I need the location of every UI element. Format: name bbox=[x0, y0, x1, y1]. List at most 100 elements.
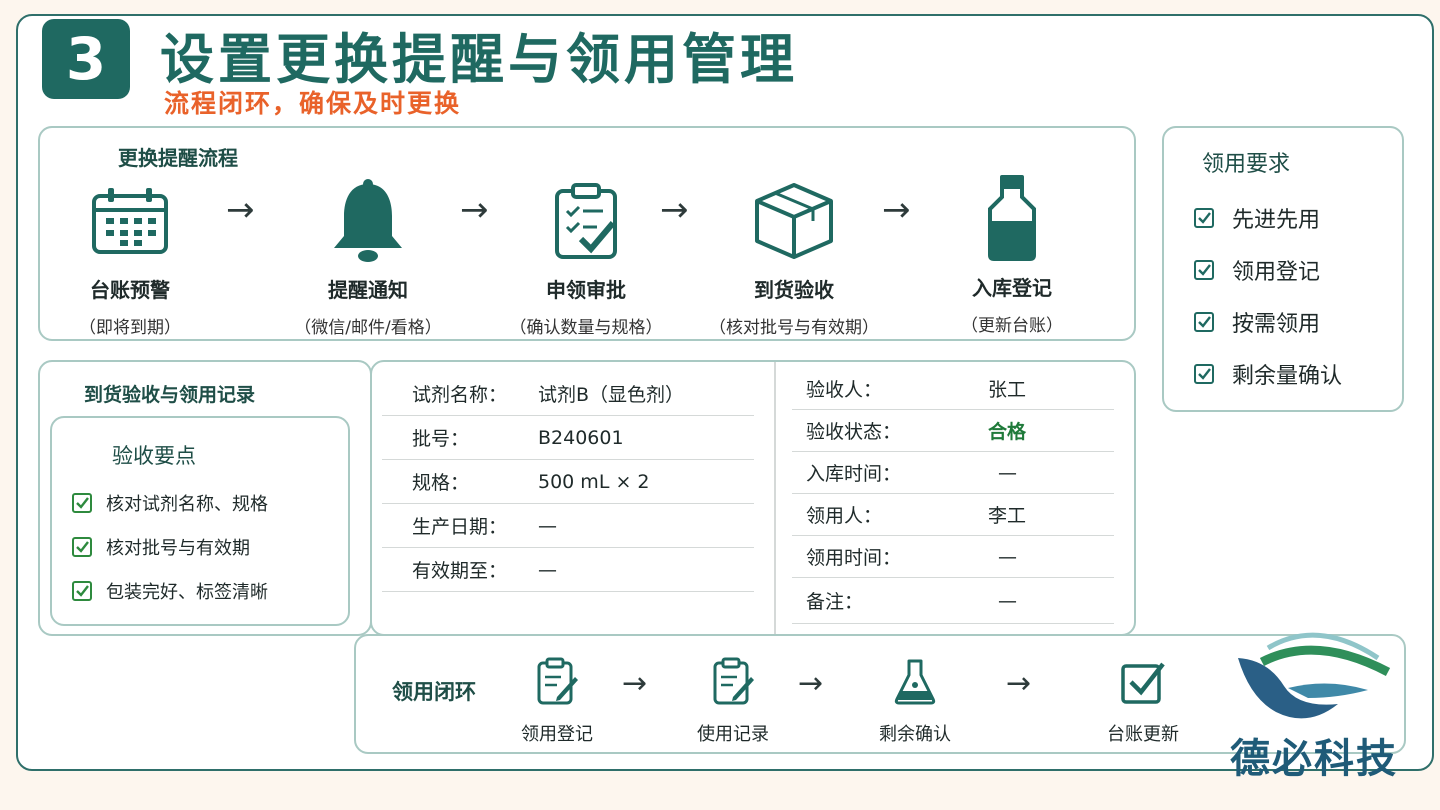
usage-loop-title: 领用闭环 bbox=[392, 680, 476, 704]
requirement-item: 按需领用 bbox=[1194, 306, 1320, 338]
flow-step-label: 到货验收 bbox=[754, 278, 834, 302]
section-number-badge: 3 bbox=[42, 19, 130, 99]
field-key: 验收状态： bbox=[806, 421, 902, 443]
record-table-panel: 试剂名称： 试剂B（显色剂） 批号： B240601 规格： 500 mL × … bbox=[370, 360, 1136, 636]
edit-clipboard-icon bbox=[482, 654, 632, 710]
table-row: 入库时间： — bbox=[792, 452, 1114, 494]
requirements-panel: 领用要求 先进先用 领用登记 按需领用 剩余量确认 bbox=[1162, 126, 1404, 412]
calendar-icon bbox=[30, 178, 230, 264]
flow-step-approval: 申领审批 （确认数量与规格） bbox=[486, 178, 686, 338]
loop-step-remaining-confirm: 剩余确认 bbox=[840, 654, 990, 746]
usage-loop-panel: 领用闭环 领用登记 → 使用记录 → bbox=[354, 634, 1406, 754]
flow-step-receiving: 到货验收 （核对批号与有效期） bbox=[694, 178, 894, 338]
requirement-item: 先进先用 bbox=[1194, 202, 1320, 234]
loop-step-ledger-update: 台账更新 bbox=[1068, 654, 1218, 746]
loop-step-usage-record: 使用记录 bbox=[658, 654, 808, 746]
table-row bbox=[382, 592, 754, 636]
requirements-title: 领用要求 bbox=[1202, 152, 1291, 177]
flow-arrow: → bbox=[460, 190, 489, 230]
acceptance-status-value: 合格 bbox=[988, 421, 1027, 443]
acceptance-points-title: 验收要点 bbox=[112, 444, 196, 468]
field-key: 备注： bbox=[806, 591, 864, 613]
table-row: 生产日期： — bbox=[382, 504, 754, 548]
field-key: 生产日期： bbox=[412, 516, 508, 538]
loop-arrow: → bbox=[798, 666, 824, 701]
field-value: — bbox=[538, 514, 557, 537]
field-key: 有效期至： bbox=[412, 560, 508, 582]
loop-step-label: 台账更新 bbox=[1107, 724, 1179, 745]
flask-icon bbox=[840, 654, 990, 710]
flow-step-note: （更新台账） bbox=[961, 316, 1063, 336]
field-key: 验收人： bbox=[806, 379, 883, 401]
field-value: — bbox=[998, 589, 1017, 612]
brand-name: 德必科技 bbox=[1230, 736, 1398, 782]
reminder-flow-panel: 更换提醒流程 台账预警 （即将到期） → bbox=[38, 126, 1136, 341]
checkbox-icon bbox=[1194, 208, 1214, 228]
checkbox-icon bbox=[72, 581, 92, 601]
flow-step-note: （微信/邮件/看格） bbox=[294, 318, 442, 338]
bottle-icon bbox=[912, 172, 1112, 262]
checkbox-icon bbox=[72, 493, 92, 513]
acceptance-point-label: 核对批号与有效期 bbox=[106, 538, 250, 559]
acceptance-point-label: 包装完好、标签清晰 bbox=[106, 582, 268, 603]
field-value: 张工 bbox=[988, 379, 1027, 401]
field-value: 500 mL × 2 bbox=[538, 470, 650, 493]
package-icon bbox=[694, 178, 894, 264]
acceptance-title: 到货验收与领用记录 bbox=[84, 384, 256, 406]
reminder-flow-title: 更换提醒流程 bbox=[118, 146, 238, 170]
table-row: 试剂名称： 试剂B（显色剂） bbox=[382, 372, 754, 416]
requirement-item: 领用登记 bbox=[1194, 254, 1320, 286]
table-row: 验收状态： 合格 bbox=[792, 410, 1114, 452]
bell-icon bbox=[268, 178, 468, 264]
flow-step-ledger-warning: 台账预警 （即将到期） bbox=[30, 178, 230, 338]
acceptance-point: 核对试剂名称、规格 bbox=[72, 490, 268, 516]
requirement-item: 剩余量确认 bbox=[1194, 358, 1342, 390]
field-value: 李工 bbox=[988, 505, 1027, 527]
flow-arrow: → bbox=[226, 190, 255, 230]
flow-step-warehousing: 入库登记 （更新台账） bbox=[912, 172, 1112, 336]
flow-arrow: → bbox=[882, 190, 911, 230]
field-key: 领用人： bbox=[806, 505, 883, 527]
field-key: 领用时间： bbox=[806, 547, 902, 569]
clipboard-check-icon bbox=[486, 178, 686, 264]
field-key: 试剂名称： bbox=[412, 384, 508, 406]
acceptance-panel: 到货验收与领用记录 验收要点 核对试剂名称、规格 核对批号与有效期 包装完好、标… bbox=[38, 360, 372, 636]
loop-step-label: 剩余确认 bbox=[879, 724, 951, 745]
checkbox-icon bbox=[72, 537, 92, 557]
table-row: 领用人： 李工 bbox=[792, 494, 1114, 536]
page-title: 设置更换提醒与领用管理 bbox=[160, 28, 798, 91]
field-key: 批号： bbox=[412, 428, 470, 450]
field-key: 规格： bbox=[412, 472, 470, 494]
flow-step-note: （即将到期） bbox=[79, 318, 181, 338]
requirement-label: 领用登记 bbox=[1232, 260, 1321, 285]
loop-arrow: → bbox=[1006, 666, 1032, 701]
requirement-label: 剩余量确认 bbox=[1232, 364, 1343, 389]
table-row: 备注： — bbox=[792, 578, 1114, 624]
table-row: 有效期至： — bbox=[382, 548, 754, 592]
table-row: 领用时间： — bbox=[792, 536, 1114, 578]
edit-clipboard-icon bbox=[658, 654, 808, 710]
check-box-icon bbox=[1068, 654, 1218, 710]
flow-arrow: → bbox=[660, 190, 689, 230]
acceptance-point-label: 核对试剂名称、规格 bbox=[106, 494, 268, 515]
field-key: 入库时间： bbox=[806, 463, 902, 485]
field-value: — bbox=[538, 558, 557, 581]
acceptance-point: 核对批号与有效期 bbox=[72, 534, 250, 560]
table-divider bbox=[774, 362, 776, 634]
loop-step-register: 领用登记 bbox=[482, 654, 632, 746]
field-value: — bbox=[998, 461, 1017, 484]
page-subtitle: 流程闭环，确保及时更换 bbox=[164, 89, 462, 118]
acceptance-points-box: 验收要点 核对试剂名称、规格 核对批号与有效期 包装完好、标签清晰 bbox=[50, 416, 350, 626]
field-value: — bbox=[998, 545, 1017, 568]
flow-step-note: （核对批号与有效期） bbox=[709, 318, 879, 338]
acceptance-point: 包装完好、标签清晰 bbox=[72, 578, 268, 604]
field-value: B240601 bbox=[538, 426, 624, 449]
table-row: 批号： B240601 bbox=[382, 416, 754, 460]
checkbox-icon bbox=[1194, 260, 1214, 280]
loop-arrow: → bbox=[622, 666, 648, 701]
flow-step-label: 入库登记 bbox=[972, 276, 1052, 300]
loop-step-label: 领用登记 bbox=[521, 724, 593, 745]
checkbox-icon bbox=[1194, 312, 1214, 332]
flow-step-label: 台账预警 bbox=[90, 278, 170, 302]
flow-step-label: 提醒通知 bbox=[328, 278, 408, 302]
